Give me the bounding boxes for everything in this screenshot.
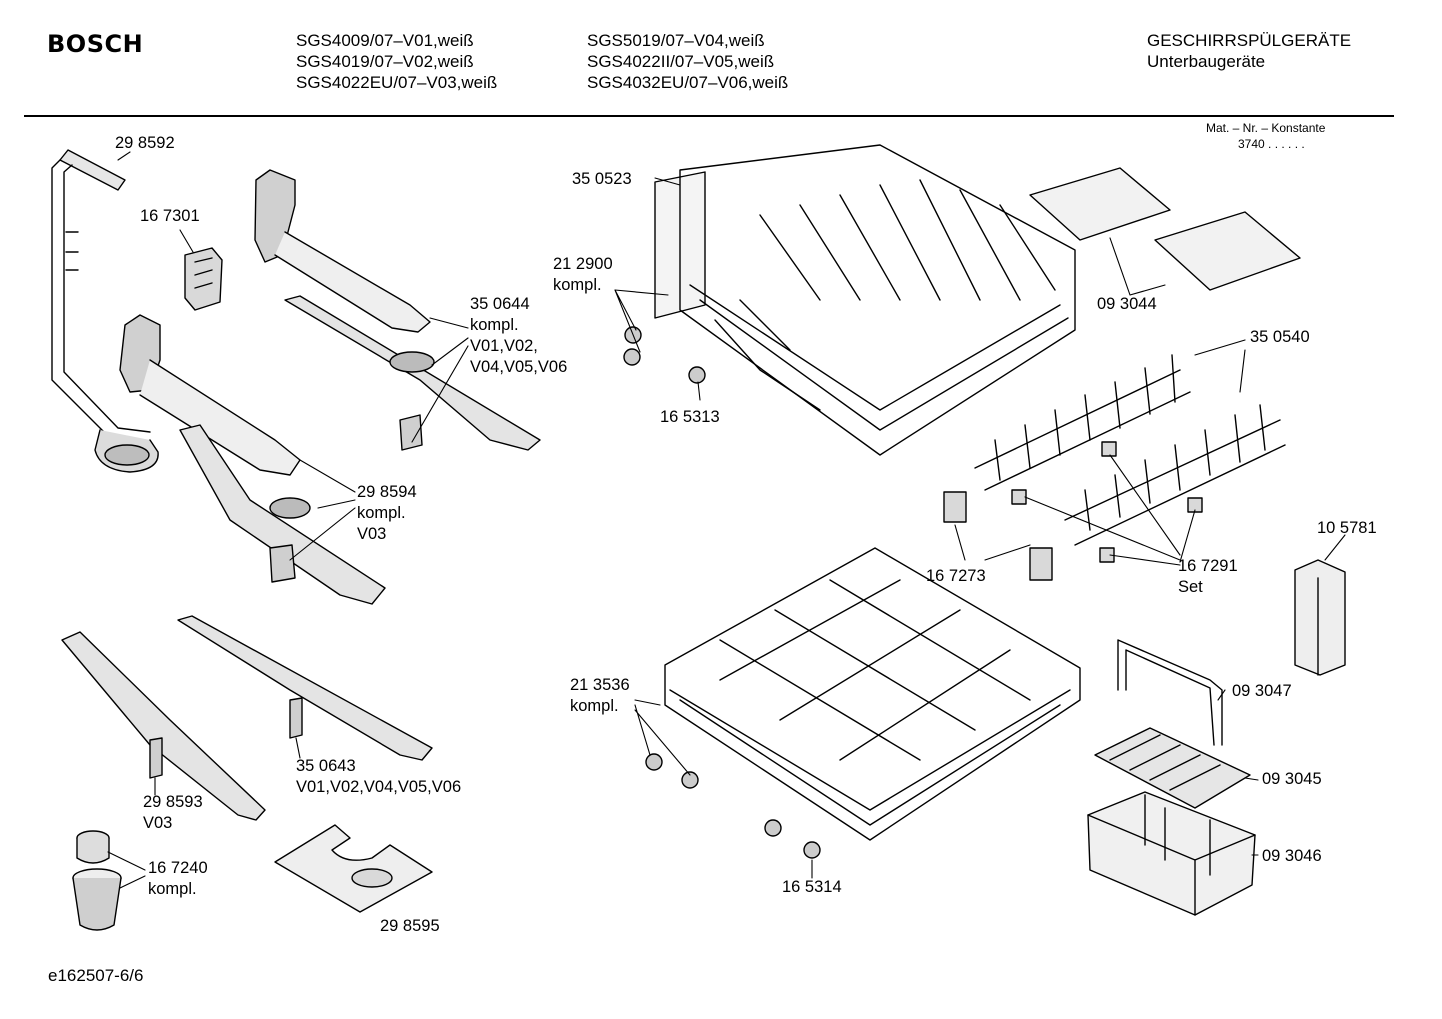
part-label-093044: 09 3044 <box>1097 295 1157 313</box>
part-label-093047: 09 3047 <box>1232 682 1292 700</box>
mat-nr-label: Mat. – Nr. – Konstante <box>1206 121 1326 135</box>
model-line: SGS4009/07–V01,weiß <box>296 31 474 50</box>
basket-handle-drawing <box>1117 639 1223 746</box>
basket-lid-drawing <box>1094 727 1251 809</box>
part-label-167273: 16 7273 <box>926 567 986 585</box>
model-line: SGS4022II/07–V05,weiß <box>587 52 775 71</box>
part-note: kompl. <box>553 276 602 294</box>
model-line: SGS5019/07–V04,weiß <box>587 31 765 50</box>
part-label-298595: 29 8595 <box>380 917 440 935</box>
lower-basket-drawing <box>645 547 1081 859</box>
part-variants: V04,V05,V06 <box>470 358 568 376</box>
part-label-167240: 16 7240 kompl. <box>148 858 208 900</box>
part-label-093045: 09 3045 <box>1262 770 1322 788</box>
upper-spray-arm-drawing <box>254 169 541 451</box>
lower-spray-arms-drawing <box>61 615 433 821</box>
part-note: kompl. <box>570 697 619 715</box>
part-label-165313: 16 5313 <box>660 408 720 426</box>
part-number: 16 7240 <box>148 859 208 877</box>
header-divider <box>24 115 1394 117</box>
brand-logo: BOSCH <box>47 30 144 58</box>
cup-racks-drawing <box>1029 167 1301 291</box>
material-number-block: Mat. – Nr. – Konstante 3740 . . . . . . <box>1206 120 1325 152</box>
category-subtitle: Unterbaugeräte <box>1147 52 1266 71</box>
filter-drawing <box>72 830 122 931</box>
part-label-093046: 09 3046 <box>1262 847 1322 865</box>
part-label-212900: 21 2900 kompl. <box>553 254 613 296</box>
part-note: kompl. <box>470 316 519 334</box>
part-label-350644: 35 0644 kompl. V01,V02, V04,V05,V06 <box>470 294 567 378</box>
upper-basket-drawing <box>623 144 1076 456</box>
part-number: 35 0643 <box>296 757 356 775</box>
part-variants: V03 <box>143 814 173 832</box>
part-label-105781: 10 5781 <box>1317 519 1377 537</box>
part-label-298593: 29 8593 V03 <box>143 792 203 834</box>
tine-rows-drawing <box>974 354 1286 546</box>
holder-clip-drawing <box>184 247 223 311</box>
part-label-213536: 21 3536 kompl. <box>570 675 630 717</box>
part-number: 16 7291 <box>1178 557 1238 575</box>
part-label-350523: 35 0523 <box>572 170 632 188</box>
part-note: kompl. <box>148 880 197 898</box>
part-number: 21 2900 <box>553 255 613 273</box>
category-block: GESCHIRRSPÜLGERÄTE Unterbaugeräte <box>1147 30 1351 72</box>
model-line: SGS4019/07–V02,weiß <box>296 52 474 71</box>
part-note: Set <box>1178 578 1203 596</box>
cover-plate-drawing <box>274 824 433 913</box>
part-note: kompl. <box>357 504 406 522</box>
part-label-298592: 29 8592 <box>115 134 175 152</box>
part-variants: V03 <box>357 525 387 543</box>
cutlery-box-drawing <box>1294 559 1346 676</box>
drawing-reference: e162507-6/6 <box>48 966 144 985</box>
model-list-1: SGS4009/07–V01,weiß SGS4019/07–V02,weiß … <box>296 30 497 93</box>
model-list-2: SGS5019/07–V04,weiß SGS4022II/07–V05,wei… <box>587 30 788 93</box>
part-number: 29 8593 <box>143 793 203 811</box>
part-variants: V01,V02, <box>470 337 538 355</box>
part-number: 21 3536 <box>570 676 630 694</box>
mat-nr-code: 3740 . . . . . . <box>1238 137 1305 151</box>
part-number: 35 0644 <box>470 295 530 313</box>
model-line: SGS4032EU/07–V06,weiß <box>587 73 789 92</box>
part-label-167291: 16 7291 Set <box>1178 556 1238 598</box>
spray-pipe-drawing <box>51 149 159 473</box>
cutlery-basket-drawing <box>1087 791 1256 916</box>
part-label-167301: 16 7301 <box>140 207 200 225</box>
part-label-165314: 16 5314 <box>782 878 842 896</box>
category-title: GESCHIRRSPÜLGERÄTE <box>1147 31 1352 50</box>
model-line: SGS4022EU/07–V03,weiß <box>296 73 498 92</box>
part-label-350643: 35 0643 V01,V02,V04,V05,V06 <box>296 756 461 798</box>
part-label-350540: 35 0540 <box>1250 328 1310 346</box>
part-number: 29 8594 <box>357 483 417 501</box>
leader-lines <box>107 151 1346 889</box>
part-label-298594: 29 8594 kompl. V03 <box>357 482 417 545</box>
part-variants: V01,V02,V04,V05,V06 <box>296 778 462 796</box>
clips-drawing <box>943 441 1203 581</box>
lower-arm-assembly-drawing <box>119 314 386 605</box>
